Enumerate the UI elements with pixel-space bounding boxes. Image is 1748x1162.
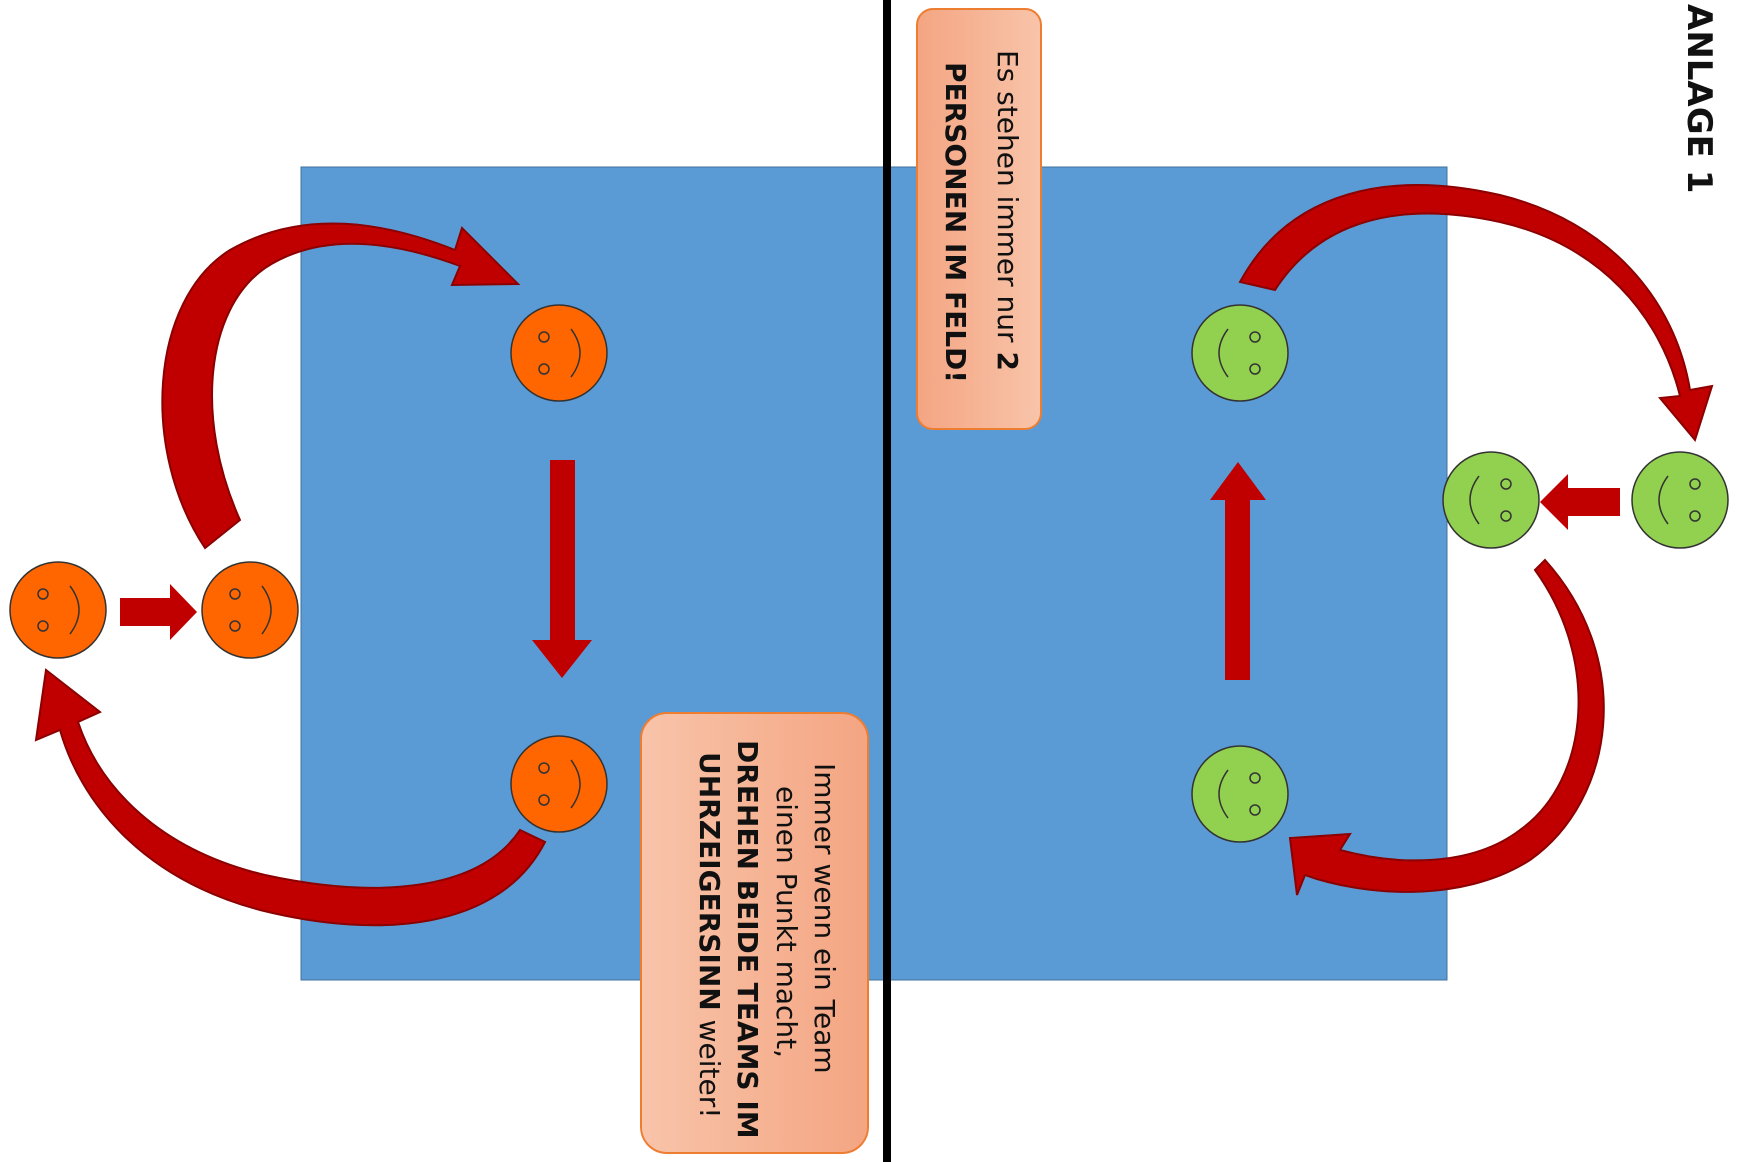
straight-arrow-icon bbox=[1210, 462, 1266, 680]
straight-arrow-icon bbox=[120, 584, 197, 640]
curved-arrow-icon bbox=[1288, 558, 1605, 896]
note-top: Es stehen immer nur 2 PERSONEN IM FELD! bbox=[916, 8, 1042, 430]
smiley-face-icon bbox=[1442, 451, 1540, 549]
curved-arrow-icon bbox=[34, 668, 547, 927]
svg-text:UHRZEIGERSINN weiter!: UHRZEIGERSINN weiter! bbox=[693, 752, 726, 1118]
field bbox=[300, 166, 1448, 981]
note-bottom: Immer wenn ein Team einen Punkt macht, D… bbox=[640, 712, 869, 1154]
smiley-face-icon bbox=[1191, 304, 1289, 402]
smiley-face-icon bbox=[1631, 451, 1729, 549]
smiley-face-icon bbox=[201, 561, 299, 659]
page-title: ANLAGE 1 bbox=[1679, 4, 1719, 193]
smiley-face-icon bbox=[510, 304, 608, 402]
note-top-bold: PERSONEN IM FELD! bbox=[939, 62, 972, 383]
smiley-face-icon bbox=[510, 735, 608, 833]
straight-arrow-icon bbox=[532, 460, 592, 678]
net-line bbox=[883, 0, 891, 1162]
note-top-prefix: Es stehen immer nur bbox=[991, 50, 1024, 351]
smiley-face-icon bbox=[9, 561, 107, 659]
note-bottom-line4-suffix: weiter! bbox=[693, 1011, 726, 1119]
note-bottom-line1: Immer wenn ein Team bbox=[808, 763, 841, 1074]
smiley-face-icon bbox=[1191, 745, 1289, 843]
svg-text:Es stehen immer nur 2: Es stehen immer nur 2 bbox=[991, 50, 1024, 371]
note-bottom-line2: einen Punkt macht, bbox=[770, 786, 803, 1058]
note-bottom-line4-bold: UHRZEIGERSINN bbox=[693, 752, 726, 1011]
straight-arrow-icon bbox=[1540, 474, 1620, 530]
note-bottom-line3: DREHEN BEIDE TEAMS IM bbox=[731, 740, 764, 1139]
curved-arrow-icon bbox=[161, 222, 521, 550]
note-top-number: 2 bbox=[991, 351, 1024, 370]
curved-arrow-icon bbox=[1238, 184, 1714, 443]
